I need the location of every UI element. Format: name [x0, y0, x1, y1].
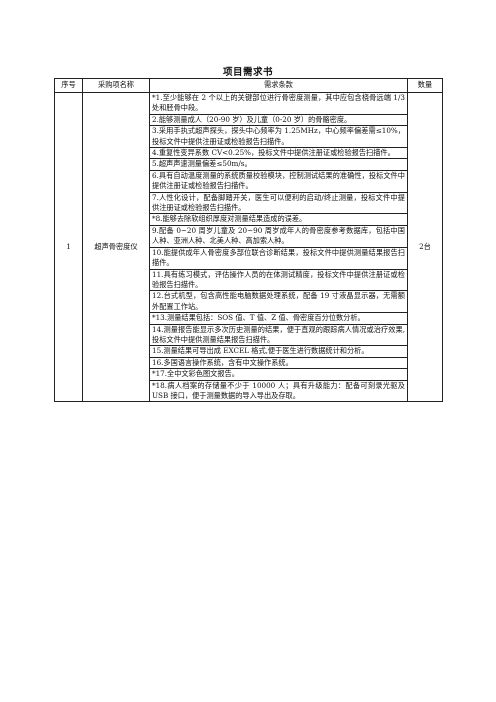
- requirement-item: 6.具有自动温度测量的系统质量校验模块，控制测试结果的准确性，投标文件中提供注册…: [149, 169, 408, 193]
- requirement-item: 5.超声声速测量偏差≤50m/s。: [149, 158, 408, 171]
- table-row: 4.重复性变异系数 CV<0.25%，投标文件中提供注册证或检验报告扫描件。: [55, 147, 443, 160]
- requirement-item: 11.具有练习模式，评估操作人员的在体测试精度，投标文件中提供注册证或检验报告扫…: [149, 268, 408, 292]
- requirement-item: *18.病人档案的存储量不少于 10000 人；具有升级能力：配备可刻录光驱及 …: [149, 379, 408, 403]
- table-row: 2.能够测量成人（20-90 岁）及儿童（0-20 岁）的骨骼密度。: [55, 113, 443, 127]
- table-row: 16.多国语言操作系统，含有中文操作系统。: [55, 356, 443, 370]
- header-requirements: 需求条款: [149, 78, 408, 93]
- requirement-item: 16.多国语言操作系统，含有中文操作系统。: [149, 356, 408, 370]
- table-row: 5.超声声速测量偏差≤50m/s。: [55, 158, 443, 171]
- requirement-item: 2.能够测量成人（20-90 岁）及儿童（0-20 岁）的骨骼密度。: [149, 113, 408, 127]
- document-title: 项目需求书: [222, 67, 273, 78]
- requirement-item: 15.测量结果可导出成 EXCEL 格式,便于医生进行数据统计和分析。: [149, 345, 408, 358]
- requirement-item: *17.全中文彩色图文报告。: [149, 368, 408, 381]
- requirement-item: 10.能提供成年人骨密度多部位联合诊断结果，投标文件中提供测量结果报告扫描件。: [149, 246, 408, 270]
- requirement-item: 14.测量报告能显示多次历史测量的结果，便于直观的跟踪病人情况或治疗效果,投标文…: [149, 323, 408, 347]
- table-row: 1 超声骨密度仪 *1.至少能够在 2 个以上的关键部位进行骨密度测量，其中应包…: [54, 91, 443, 403]
- table-row: *8.能够去除软组织厚度对测量结果造成的误差。: [55, 213, 443, 226]
- requirement-item: *1.至少能够在 2 个以上的关键部位进行骨密度测量，其中应包含桡骨远端 1/3…: [149, 92, 408, 115]
- header-no: 序号: [54, 78, 83, 93]
- requirement-item: 7.人性化设计，配备脚踏开关，医生可以便利的启动/终止测量，投标文件中提供注册证…: [149, 191, 408, 215]
- requirement-item: 3.采用手执式超声探头，探头中心频率为 1.25MHz，中心频率偏差需≤10%，…: [149, 125, 408, 149]
- item-quantity: 2台: [407, 91, 443, 403]
- requirement-item: 4.重复性变异系数 CV<0.25%，投标文件中提供注册证或检验报告扫描件。: [149, 147, 408, 160]
- table-row: 15.测量结果可导出成 EXCEL 格式,便于医生进行数据统计和分析。: [55, 345, 443, 358]
- table-header-row: 序号 采购项名称 需求条款 数量: [54, 78, 443, 93]
- table-row: *13.测量结果包括：SOS 值、T 值、Z 值、骨密度百分位数分析。: [55, 312, 443, 325]
- requirement-item: 9.配备 0~20 周岁儿童及 20~90 周岁成年人的骨密度参考数据库，包括中…: [149, 224, 408, 248]
- row-number: 1: [54, 91, 83, 403]
- header-quantity: 数量: [407, 78, 443, 93]
- table-row: *18.病人档案的存储量不少于 10000 人；具有升级能力：配备可刻录光驱及 …: [55, 379, 443, 403]
- requirement-item: *13.测量结果包括：SOS 值、T 值、Z 值、骨密度百分位数分析。: [149, 312, 408, 325]
- requirement-item: 12.台式机型，包含高性能电脑数据处理系统，配备 19 寸液晶显示器，无需额外配…: [149, 290, 408, 314]
- header-name: 采购项名称: [82, 78, 150, 93]
- item-name: 超声骨密度仪: [82, 91, 150, 403]
- table-row: *17.全中文彩色图文报告。: [55, 368, 443, 381]
- requirements-table: 序号 采购项名称 需求条款 数量 1 超声骨密度仪 *1.至少能够在 2 个以上…: [54, 78, 443, 403]
- requirement-item: *8.能够去除软组织厚度对测量结果造成的误差。: [149, 213, 408, 226]
